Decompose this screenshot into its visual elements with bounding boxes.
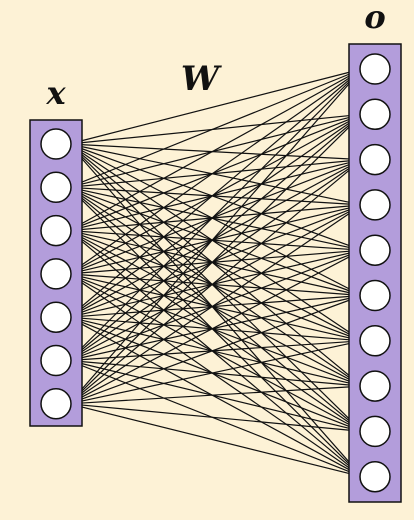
weight-edge-6-8 [68,359,363,387]
weight-edge-4-5 [68,249,363,275]
input-neuron-6 [40,344,72,377]
weight-edge-5-7 [68,316,363,342]
input-neurons [40,128,72,420]
weight-edge-2-6 [68,186,363,297]
weight-edge-5-9 [68,316,363,432]
weight-edge-4-3 [68,159,363,275]
input-neuron-3 [40,214,72,247]
weight-edge-1-9 [68,143,363,432]
weights-label: W [181,59,222,99]
weight-edge-1-8 [68,143,363,387]
weight-edge-6-3 [68,159,363,361]
weight-edge-4-9 [68,273,363,432]
input-neuron-5 [40,301,72,333]
weight-edge-4-8 [68,273,363,387]
weight-edge-5-5 [68,249,363,318]
weight-edge-5-1 [68,68,363,318]
weight-edge-6-1 [68,68,363,361]
weight-edge-2-10 [68,186,363,478]
weight-edge-4-4 [68,204,363,275]
weight-edge-6-4 [68,204,363,362]
weight-edge-7-5 [68,249,363,405]
output-neurons [359,53,391,493]
weight-edge-5-2 [68,113,363,318]
weight-edge-4-2 [68,113,363,275]
output-neuron-2 [359,98,391,131]
output-neuron-6 [359,279,391,312]
weight-edge-6-6 [68,294,363,362]
output-neuron-3 [359,143,391,176]
weight-edge-3-7 [68,230,363,342]
weight-edge-6-10 [68,359,363,478]
weight-edge-7-7 [68,340,363,405]
weight-edge-4-7 [68,273,363,342]
input-neuron-2 [40,171,72,204]
weight-edge-7-9 [68,403,363,432]
weight-edge-5-3 [68,159,363,318]
weight-edge-3-1 [68,68,363,232]
weight-edge-1-1 [68,68,363,145]
weight-edge-2-8 [68,186,363,387]
weight-edge-1-10 [68,143,363,478]
weight-edge-7-1 [68,68,363,405]
output-neuron-5 [359,234,391,266]
weight-edge-3-2 [68,113,363,232]
weight-edge-3-9 [68,230,363,432]
weight-edge-1-7 [68,143,363,342]
weight-edge-6-5 [68,249,363,362]
input-neuron-4 [40,258,72,290]
weight-edge-6-2 [68,113,363,361]
weight-edge-7-3 [68,159,363,405]
weight-edge-1-5 [68,143,363,251]
weight-edge-5-8 [68,316,363,387]
output-neuron-9 [359,415,391,448]
weight-edge-4-10 [68,273,363,478]
weight-connections [68,68,363,478]
output-neuron-4 [359,189,391,221]
weight-edge-2-3 [68,159,363,188]
weight-edge-3-6 [68,230,363,297]
weight-edge-3-10 [68,230,363,478]
weight-edge-4-6 [68,273,363,297]
weight-edge-2-2 [68,113,363,188]
weight-edge-5-6 [68,294,363,318]
weight-edge-3-5 [68,230,363,251]
weight-edge-3-8 [68,230,363,387]
weight-edge-2-5 [68,186,363,251]
weight-edge-4-1 [68,68,363,275]
weight-edge-5-4 [68,204,363,318]
output-neuron-7 [359,325,391,357]
weight-edge-7-4 [68,204,363,405]
weight-edge-1-3 [68,143,363,161]
weight-edge-5-10 [68,316,363,478]
output-neuron-10 [359,460,391,493]
weight-edge-3-4 [68,204,363,232]
weight-edge-7-2 [68,113,363,405]
output-neuron-1 [359,53,391,85]
output-neuron-8 [359,370,391,402]
weight-edge-2-9 [68,186,363,432]
weight-edge-6-9 [68,359,363,432]
weight-edge-2-4 [68,186,363,206]
weight-edge-2-1 [68,68,363,188]
weight-edge-7-8 [68,385,363,405]
input-neuron-7 [40,388,72,420]
weight-edge-1-2 [68,113,363,145]
output-label: o [364,0,385,36]
weight-edge-7-6 [68,294,363,405]
weight-edge-6-7 [68,340,363,362]
input-label: x [45,74,66,112]
weight-edge-2-7 [68,186,363,342]
weight-edge-1-4 [68,143,363,206]
weight-edge-1-6 [68,143,363,297]
weight-edge-3-3 [68,159,363,232]
input-neuron-1 [40,128,72,160]
weight-edge-7-10 [68,403,363,478]
